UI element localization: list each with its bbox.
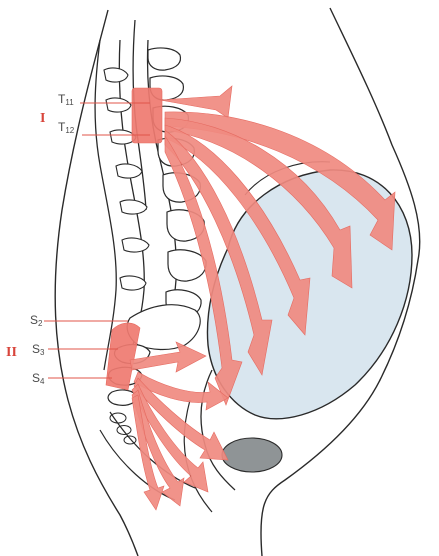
label-group-lower: II	[6, 345, 17, 360]
pubic-symphysis	[222, 438, 282, 472]
label-t11: T11	[58, 92, 74, 107]
label-s4: S4	[32, 371, 45, 386]
label-group-upper: I	[40, 111, 45, 126]
label-s2: S2	[30, 313, 43, 328]
label-s3: S3	[32, 342, 45, 357]
label-t12: T12	[58, 120, 75, 135]
